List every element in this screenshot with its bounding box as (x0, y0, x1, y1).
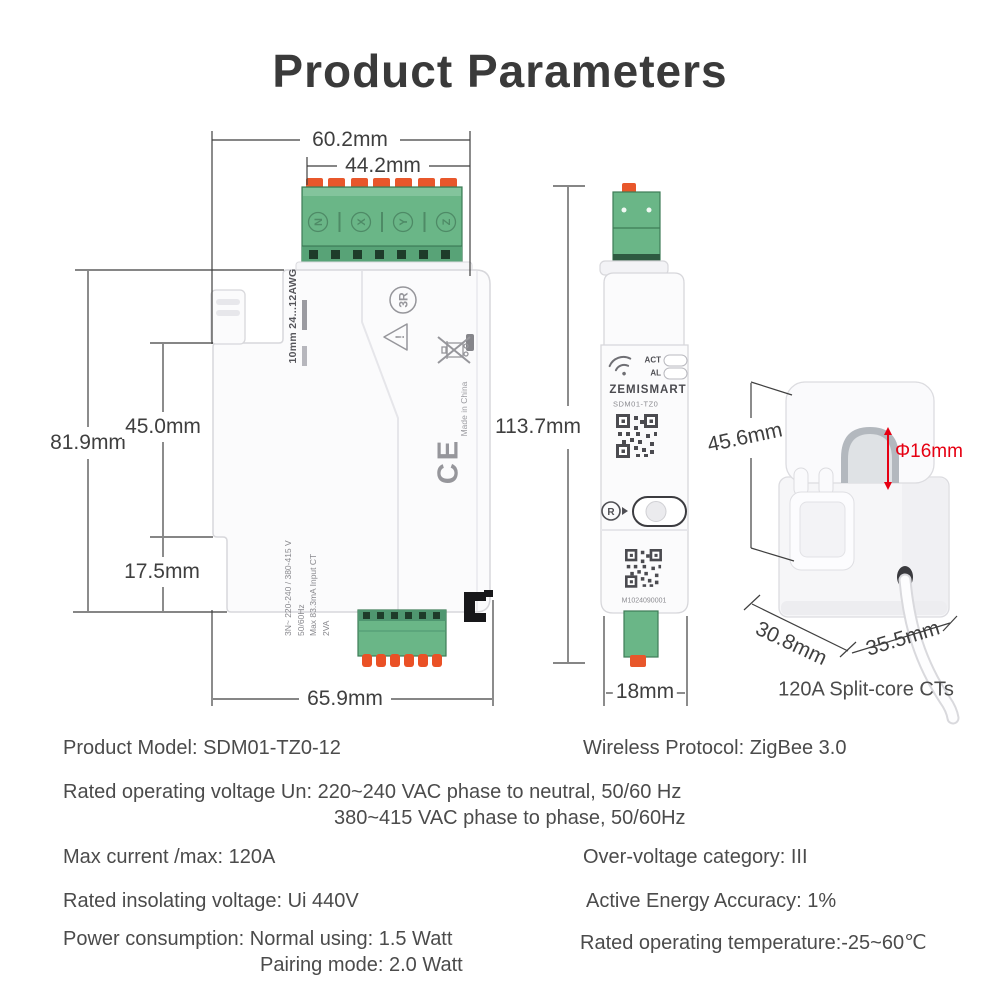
side-body (600, 344, 689, 614)
meter-front-view: N X Y Z 3R ! (210, 178, 493, 667)
dimension-lines (73, 131, 958, 706)
rating-line: Max 83.3mA Input CT (308, 553, 318, 636)
ratings-block: 3N~ 220-240 / 380-415 V 50/60Hz Max 83.3… (282, 414, 332, 636)
cert-3r-icon (389, 286, 417, 314)
spec-product-model: Product Model: SDM01-TZ0-12 (63, 737, 341, 759)
ct-caption: 120A Split-core CTs (778, 678, 954, 701)
weee-icon (437, 336, 471, 364)
dim-height-outer: 81.9mm (47, 431, 129, 455)
al-led-label: AL (650, 368, 661, 378)
terminal-label: X (356, 218, 368, 226)
rating-line: 3N~ 220-240 / 380-415 V (283, 540, 293, 636)
hole-diameter-arrow (884, 427, 892, 490)
spec-over-voltage: Over-voltage category: III (583, 846, 808, 868)
terminal-label: Z (441, 218, 453, 225)
act-led-label: ACT (644, 355, 661, 365)
top-terminal-block: N X Y Z (301, 178, 463, 265)
terminal-label: Y (398, 218, 410, 226)
rating-line: 2VA (320, 620, 331, 636)
spec-wireless: Wireless Protocol: ZigBee 3.0 (583, 737, 847, 759)
dim-ct-hole: Φ16mm (895, 441, 963, 462)
meter-side-view: R (599, 183, 689, 667)
spec-max-current: Max current /max: 120A (63, 846, 276, 868)
ce-mark: CE (432, 437, 465, 485)
dim-width-terminal: 44.2mm (342, 154, 424, 178)
spec-voltage-line2: 380~415 VAC phase to phase, 50/60Hz (334, 807, 686, 829)
dim-width-outer: 60.2mm (309, 128, 391, 152)
spec-power-line2: Pairing mode: 2.0 Watt (260, 954, 463, 976)
reset-icon: R (601, 501, 628, 521)
brand-logo: ZEMISMART (609, 384, 687, 396)
dim-side-height: 113.7mm (492, 415, 584, 439)
spec-insolating: Rated insolating voltage: Ui 440V (63, 890, 359, 912)
page-title: Product Parameters (272, 45, 728, 97)
side-bottom-terminal (623, 610, 659, 658)
ct-device (778, 381, 960, 725)
made-in-label: Made in China (459, 381, 469, 437)
dim-height-front: 45.0mm (122, 415, 204, 439)
meter-body (212, 269, 491, 613)
model-label: SDM01-TZ0 (613, 399, 659, 409)
spec-accuracy: Active Energy Accuracy: 1% (586, 890, 837, 912)
dim-width-bottom: 65.9mm (304, 687, 386, 711)
terminal-label: N (313, 218, 325, 226)
wifi-icon (608, 355, 632, 376)
spec-voltage-line1: Rated operating voltage Un: 220~240 VAC … (63, 781, 682, 803)
din-clip (464, 590, 493, 622)
wire-spec-label: 10mm 24...12AWG (287, 268, 299, 364)
cert-3r-label: 3R (397, 292, 411, 308)
spec-temperature: Rated operating temperature:-25~60℃ (580, 932, 927, 954)
side-top-terminal (612, 191, 661, 263)
warning-icon: ! (383, 323, 408, 351)
spec-power-line1: Power consumption: Normal using: 1.5 Wat… (63, 928, 453, 950)
pairing-button (632, 496, 687, 527)
meter-side-tab (210, 289, 246, 345)
warning-exclamation: ! (393, 335, 407, 339)
reset-label: R (607, 507, 615, 518)
dim-height-lower: 17.5mm (121, 560, 203, 584)
bottom-terminal-block (357, 609, 447, 667)
serial-label: M1024090001 (621, 597, 667, 605)
dim-side-width: 18mm (612, 680, 678, 704)
al-led-slot (663, 367, 688, 380)
act-led-slot (663, 354, 688, 367)
rating-line: 50/60Hz (295, 604, 306, 636)
